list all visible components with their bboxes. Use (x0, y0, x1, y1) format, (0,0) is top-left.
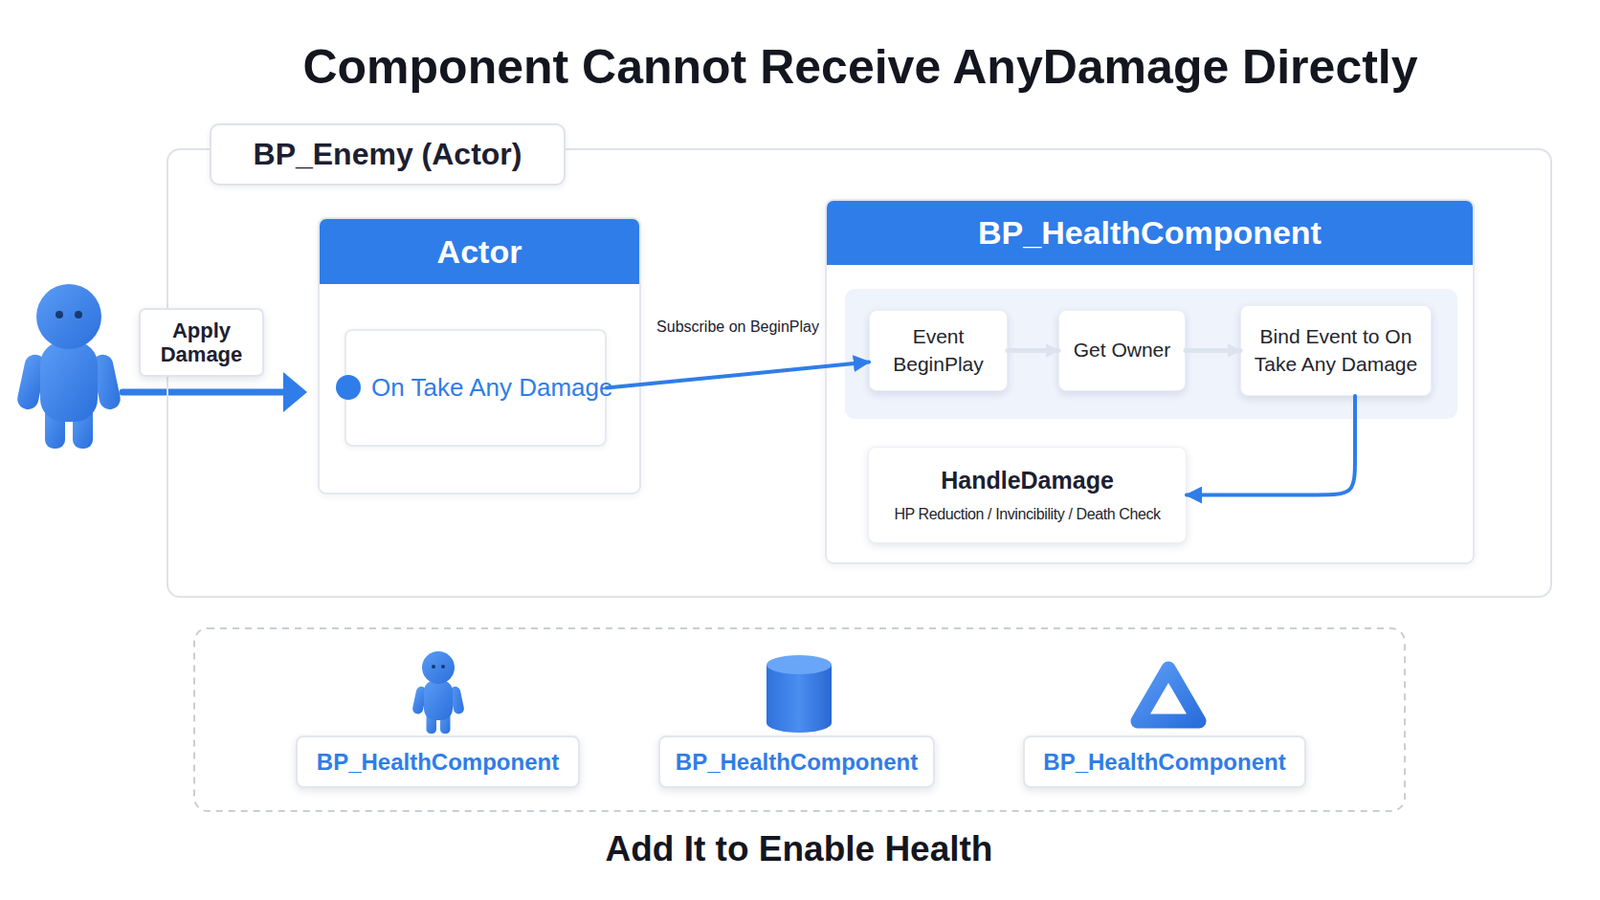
diagram-caption: Add It to Enable Health (416, 828, 1182, 871)
connector-arrow (606, 362, 869, 389)
component-label: BP_HealthComponent (675, 749, 918, 777)
component-label: BP_HealthComponent (1043, 749, 1286, 777)
event-node: On Take Any Damage (344, 329, 607, 447)
edge-label: Subscribe on BeginPlay (656, 318, 820, 336)
connector-arrow (1185, 348, 1241, 354)
character-figure (15, 284, 123, 449)
event-dot (335, 375, 361, 400)
node-band (844, 288, 1458, 420)
card-header: BP_HealthComponent (826, 200, 1473, 266)
action-label: Apply Damage (144, 318, 259, 368)
event-label: On Take Any Damage (371, 373, 613, 403)
connector-arrow (1186, 396, 1356, 496)
cylinder-icon (766, 655, 832, 734)
component-tag: BP_HealthComponent (1022, 735, 1307, 789)
diagram-title: Component Cannot Receive AnyDamage Direc… (286, 38, 1435, 96)
action-box: Apply Damage (138, 308, 265, 378)
function-description: HP Reduction / Invincibility / Death Che… (893, 506, 1160, 524)
blueprint-node: Bind Event to On Take Any Damage (1240, 305, 1432, 397)
group-heading: BP_Enemy (Actor) (209, 123, 566, 186)
connector-arrow (1007, 348, 1059, 354)
damage-arrow (122, 372, 308, 413)
node-label: Get Owner (1073, 336, 1172, 364)
node-label: Bind Event to On Take Any Damage (1244, 323, 1427, 378)
function-title: HandleDamage (940, 466, 1114, 495)
dashed-group (194, 628, 1405, 812)
card-header: Actor (319, 219, 640, 285)
group-container: BP_Enemy (Actor)ActorOn Take Any DamageB… (166, 148, 1553, 599)
component-card: Actor On Take Any Damage (317, 217, 642, 495)
blueprint-node: Event BeginPlay (868, 310, 1008, 392)
component-tag: BP_HealthComponent (658, 735, 935, 789)
blueprint-node: Get Owner (1058, 310, 1186, 392)
component-label: BP_HealthComponent (316, 749, 559, 777)
triangle-icon (1137, 668, 1200, 722)
function-box: HandleDamage HP Reduction / Invincibility… (867, 446, 1187, 544)
component-card: BP_HealthComponentEvent BeginPlay Get Own… (824, 199, 1475, 565)
component-tag: BP_HealthComponent (295, 735, 580, 789)
character-icon (411, 651, 466, 734)
node-label: Event BeginPlay (873, 323, 1003, 378)
